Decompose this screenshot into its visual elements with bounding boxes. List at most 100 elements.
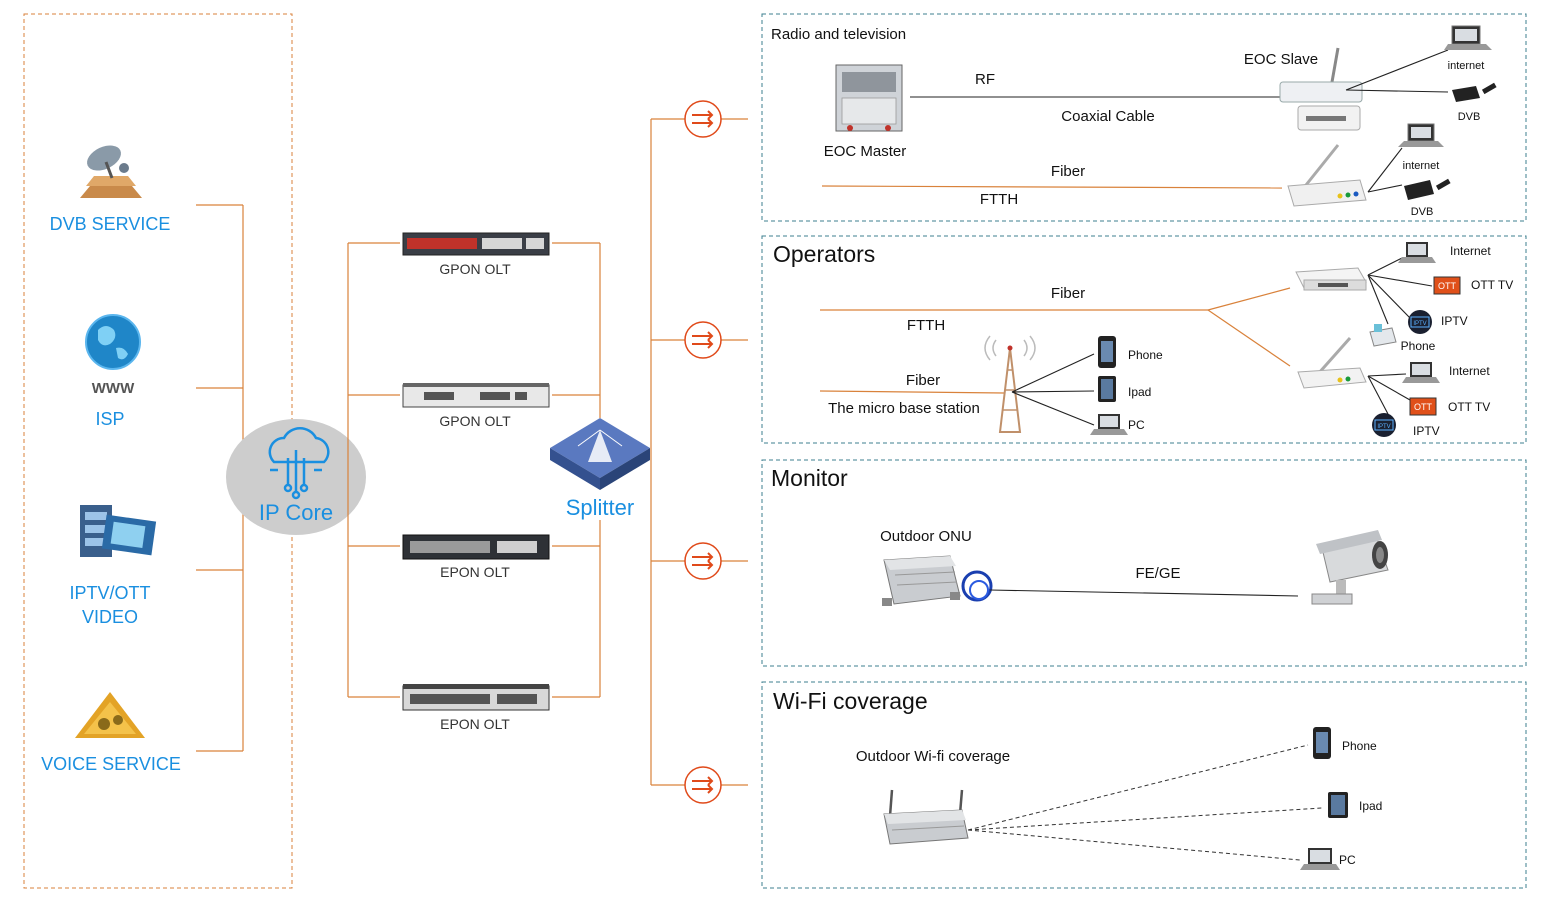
- direction-arrow-icon: [684, 542, 722, 580]
- iptv-ott-label: IPTV/OTT: [70, 583, 151, 603]
- dvb-label-1: DVB: [1458, 111, 1481, 123]
- operators-panel: [761, 235, 1527, 444]
- onu-router-device: [1287, 144, 1367, 207]
- voice-service-label: VOICE SERVICE: [41, 754, 181, 774]
- internet-label-3: Internet: [1450, 244, 1491, 258]
- tablet-icon: [1328, 792, 1348, 818]
- outdoor-wifi-label: Outdoor Wi-fi coverage: [856, 748, 1010, 765]
- eoc-master-label: EOC Master: [824, 143, 907, 160]
- eoc-slave-label: EOC Slave: [1244, 51, 1318, 68]
- pc-label-2: PC: [1339, 853, 1356, 867]
- dvb-label-2: DVB: [1411, 206, 1434, 218]
- www-label: WWW: [92, 380, 135, 397]
- tablet-icon: [1098, 376, 1116, 402]
- olt-label-3: EPON OLT: [440, 564, 510, 580]
- micro-base-station-label: The micro base station: [828, 400, 980, 417]
- radio-tv-title: Radio and television: [771, 26, 906, 43]
- onu-links-3: [1367, 373, 1411, 415]
- splitter-label: Splitter: [566, 495, 634, 520]
- outdoor-onu-device: [882, 555, 993, 606]
- splitter-icon: [550, 418, 650, 490]
- wifi-panel: [761, 681, 1527, 889]
- laptop-icon: [1300, 848, 1340, 870]
- gpon-olt-device-2: [402, 383, 550, 408]
- operators-fiber-lines: [819, 287, 1291, 394]
- olt-label-4: EPON OLT: [440, 716, 510, 732]
- fiber-label-1: Fiber: [1051, 163, 1085, 180]
- security-camera-icon: [1311, 530, 1389, 605]
- coaxial-cable-label: Coaxial Cable: [1061, 108, 1154, 125]
- dvb-service-label: DVB SERVICE: [50, 214, 171, 234]
- internet-label-4: Internet: [1449, 364, 1490, 378]
- phone-label-1: Phone: [1128, 348, 1163, 362]
- outdoor-wifi-device: [883, 789, 969, 845]
- iptv-icon: IPTV: [1408, 310, 1432, 334]
- iptv-label-2: IPTV: [1413, 424, 1440, 438]
- epon-olt-device-1: [402, 534, 550, 560]
- laptop-icon: [1402, 362, 1440, 383]
- laptop-icon: [1444, 25, 1492, 50]
- iptv-badge-2: IPTV: [1377, 424, 1390, 430]
- iptv-icon: IPTV: [1372, 413, 1396, 437]
- olt-label-1: GPON OLT: [439, 261, 511, 277]
- globe-icon: [85, 314, 141, 370]
- onu-device: [1295, 267, 1367, 291]
- wifi-title: Wi-Fi coverage: [773, 688, 928, 714]
- internet-label-2: internet: [1403, 160, 1440, 172]
- direction-arrow-icon: [684, 766, 722, 804]
- outdoor-onu-label: Outdoor ONU: [880, 528, 972, 545]
- onu-links-1: [1367, 147, 1403, 193]
- operators-fiber-label: Fiber: [1051, 285, 1085, 302]
- phone-label-3: Phone: [1342, 739, 1377, 753]
- core-olt-bus: [347, 242, 400, 698]
- gpon-olt-device-1: [402, 232, 550, 256]
- phone-label-2: Phone: [1401, 339, 1436, 353]
- set-top-box-icon: [1404, 178, 1451, 200]
- desk-phone-icon: [1369, 324, 1397, 347]
- laptop-icon: [1090, 414, 1128, 435]
- eoc-master-device: [835, 64, 903, 132]
- splitter-output-bus: [650, 118, 748, 786]
- cloud-circuit-icon: [268, 427, 330, 500]
- wifi-links: [967, 744, 1323, 861]
- satellite-dish-icon: [80, 145, 142, 198]
- eoc-slave-links: [1345, 49, 1449, 93]
- ott-tv-label-2: OTT TV: [1448, 400, 1490, 414]
- fe-ge-label: FE/GE: [1135, 565, 1180, 582]
- isp-label: ISP: [95, 409, 124, 429]
- cell-tower-icon: [984, 335, 1036, 433]
- radio-tv-panel: [761, 13, 1527, 222]
- operators-fiber-label-2: Fiber: [906, 372, 940, 389]
- video-film-icon: [80, 505, 157, 557]
- epon-olt-device-2: [402, 684, 550, 711]
- direction-arrow-icon: [684, 100, 722, 138]
- olt-label-2: GPON OLT: [439, 413, 511, 429]
- olt-splitter-bus: [552, 242, 601, 698]
- direction-arrow-icon: [684, 321, 722, 359]
- monitor-panel: [761, 459, 1527, 667]
- iptv-label-1: IPTV: [1441, 314, 1468, 328]
- phone-icon: [1098, 336, 1116, 368]
- iptv-badge-1: IPTV: [1413, 321, 1426, 327]
- set-top-box-icon: [1452, 82, 1497, 102]
- onu-links-2: [1367, 257, 1433, 325]
- ott-tv-icon: OTT: [1433, 276, 1461, 295]
- ip-core-label: IP Core: [259, 500, 333, 525]
- base-station-links: [1011, 353, 1095, 426]
- ott-badge-1: OTT: [1438, 281, 1456, 291]
- ipad-label-2: Ipad: [1359, 799, 1382, 813]
- monitor-title: Monitor: [771, 465, 848, 491]
- internet-label-1: internet: [1448, 60, 1485, 72]
- operators-ftth-label: FTTH: [907, 317, 945, 334]
- ott-badge-2: OTT: [1414, 402, 1432, 412]
- ipad-label-1: Ipad: [1128, 385, 1151, 399]
- laptop-icon: [1398, 242, 1436, 263]
- rf-label: RF: [975, 71, 995, 88]
- pc-label-1: PC: [1128, 418, 1145, 432]
- video-label: VIDEO: [82, 607, 138, 627]
- eoc-slave-device: [1279, 47, 1363, 131]
- laptop-icon: [1398, 123, 1444, 147]
- ott-tv-icon: OTT: [1409, 397, 1437, 416]
- ott-tv-label-1: OTT TV: [1471, 278, 1513, 292]
